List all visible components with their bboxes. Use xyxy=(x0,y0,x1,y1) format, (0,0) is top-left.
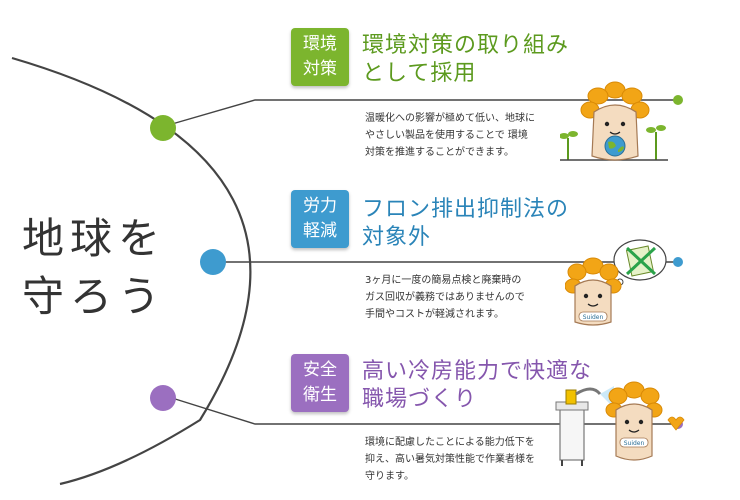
desc-line: 手間やコストが軽減されます。 xyxy=(365,309,504,320)
desc-line: 守ります。 xyxy=(365,471,414,482)
badge-line: 衛生 xyxy=(303,385,337,405)
end-dot-green xyxy=(673,95,683,105)
badge-line: 安全 xyxy=(303,360,337,380)
hero-line-1: 地球を xyxy=(22,214,167,263)
desc-environment: 温暖化への影響が極めて低い、地球に やさしい製品を使用することで 環境 対策を推… xyxy=(365,110,575,161)
heading-line: 対象外 xyxy=(362,225,432,250)
heading-line: 環境対策の取り組み xyxy=(362,33,570,58)
mascot-label: Suiden xyxy=(583,314,604,321)
desc-labor: 3ヶ月に一度の簡易点検と廃棄時の ガス回収が義務ではありませんので 手間やコスト… xyxy=(365,272,575,323)
heading-labor: フロン排出抑制法の 対象外 xyxy=(362,196,569,252)
desc-line: 対策を推進することができます。 xyxy=(365,147,514,158)
connector-line-1 xyxy=(171,99,678,125)
mascot-with-crossed-clipboard-icon: Suiden xyxy=(565,239,667,326)
hero-line-2: 守ろう xyxy=(22,272,167,321)
hero-arc xyxy=(11,56,252,486)
heading-environment: 環境対策の取り組み として採用 xyxy=(362,32,569,88)
badge-line: 対策 xyxy=(303,59,337,79)
desc-line: 抑え、高い暑気対策性能で作業者様を xyxy=(365,454,535,465)
badge-line: 軽減 xyxy=(303,221,337,241)
arc-dot-green xyxy=(150,115,176,141)
badge-line: 環境 xyxy=(303,34,337,54)
arc-dot-blue xyxy=(200,249,226,275)
desc-line: 温暖化への影響が極めて低い、地球に xyxy=(365,113,535,124)
heading-line: 高い冷房能力で快適な xyxy=(362,359,593,384)
connector-line-3 xyxy=(171,397,678,425)
badge-labor: 労力 軽減 xyxy=(291,190,349,248)
arc-dot-purple xyxy=(150,385,176,411)
desc-line: やさしい製品を使用することで 環境 xyxy=(365,130,528,141)
mascot-with-spot-cooler-icon: Suiden xyxy=(555,381,685,466)
heading-line: 職場づくり xyxy=(362,387,478,412)
heading-line: として採用 xyxy=(362,61,477,86)
desc-line: 3ヶ月に一度の簡易点検と廃棄時の xyxy=(365,275,522,286)
badge-safety: 安全 衛生 xyxy=(291,354,349,412)
heading-line: フロン排出抑制法の xyxy=(362,197,570,222)
hero-title: 地球を 守ろう xyxy=(22,210,192,326)
mascot-label: Suiden xyxy=(624,440,645,447)
desc-safety: 環境に配慮したことによる能力低下を 抑え、高い暑気対策性能で作業者様を 守ります… xyxy=(365,434,575,485)
heading-safety: 高い冷房能力で快適な 職場づくり xyxy=(362,358,592,414)
end-dot-blue xyxy=(673,257,683,267)
mascot-with-globe-icon xyxy=(560,81,668,161)
desc-line: 環境に配慮したことによる能力低下を xyxy=(365,437,535,448)
badge-line: 労力 xyxy=(303,196,337,216)
badge-environment: 環境 対策 xyxy=(291,28,349,86)
desc-line: ガス回収が義務ではありませんので xyxy=(365,292,525,303)
